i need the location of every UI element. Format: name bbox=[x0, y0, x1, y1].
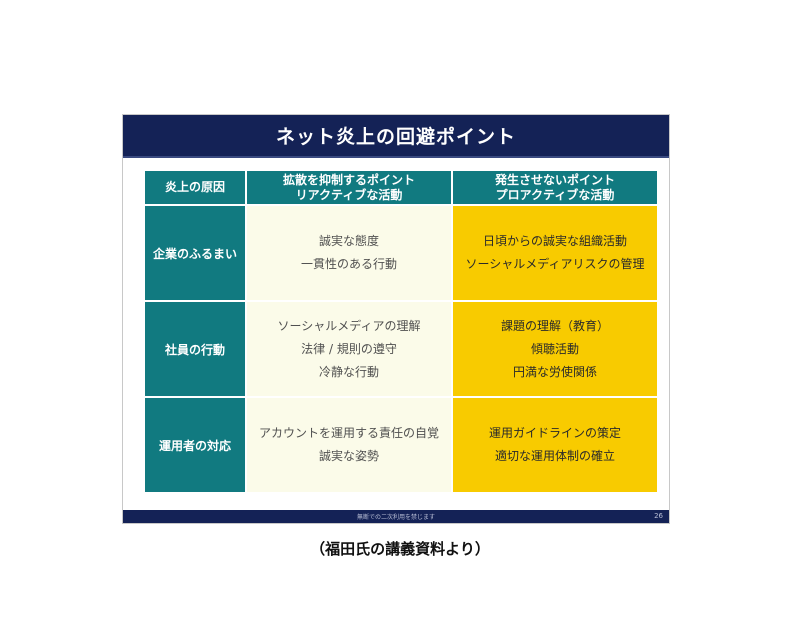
cell-reactive: 誠実な態度 一貫性のある行動 bbox=[247, 206, 451, 300]
cell-line: 円満な労使関係 bbox=[512, 364, 597, 379]
slide: ネット炎上の回避ポイント 炎上の原因 拡散を抑制するポイント リアクティブな活動… bbox=[122, 114, 670, 524]
row-head-label: 社員の行動 bbox=[164, 342, 225, 357]
cell-proactive: 日頃からの誠実な組織活動 ソーシャルメディアリスクの管理 bbox=[453, 206, 657, 300]
cell-line: 適切な運用体制の確立 bbox=[494, 449, 615, 463]
cell-reactive: ソーシャルメディアの理解 法律 / 規則の遵守 冷静な行動 bbox=[247, 302, 451, 396]
row-head-company-behavior: 企業のふるまい bbox=[145, 206, 245, 300]
cell-reactive: アカウントを運用する責任の自覚 誠実な姿勢 bbox=[247, 398, 451, 492]
cell-proactive: 運用ガイドラインの策定 適切な運用体制の確立 bbox=[453, 398, 657, 492]
cell-line: 傾聴活動 bbox=[530, 341, 579, 356]
cell-line: 日頃からの誠実な組織活動 bbox=[482, 234, 627, 248]
header-reactive-line: リアクティブな活動 bbox=[295, 187, 403, 202]
footer-text: 無断での二次利用を禁じます bbox=[356, 514, 435, 521]
row-head-operator-response: 運用者の対応 bbox=[145, 398, 245, 492]
cell-line: 課題の理解（教育） bbox=[500, 318, 609, 333]
cell-line: 一貫性のある行動 bbox=[300, 257, 397, 271]
slide-title: ネット炎上の回避ポイント bbox=[275, 126, 516, 148]
slide-footer: 無断での二次利用を禁じます 26 bbox=[123, 510, 669, 523]
row-head-label: 企業のふるまい bbox=[152, 246, 237, 261]
cell-line: ソーシャルメディアの理解 bbox=[277, 318, 421, 333]
header-proactive-line: 発生させないポイント bbox=[494, 172, 615, 187]
cell-line: アカウントを運用する責任の自覚 bbox=[258, 426, 439, 440]
slide-header: ネット炎上の回避ポイント bbox=[123, 115, 669, 158]
cell-line: 冷静な行動 bbox=[318, 364, 379, 379]
header-reactive: 拡散を抑制するポイント リアクティブな活動 bbox=[247, 171, 451, 204]
header-proactive: 発生させないポイント プロアクティブな活動 bbox=[453, 171, 657, 204]
header-cause: 炎上の原因 bbox=[145, 171, 245, 204]
row-head-label: 運用者の対応 bbox=[158, 438, 231, 453]
caption: （福田氏の講義資料より） bbox=[310, 540, 490, 558]
avoidance-table: 炎上の原因 拡散を抑制するポイント リアクティブな活動 発生させないポイント プ… bbox=[145, 171, 657, 492]
row-head-employee-behavior: 社員の行動 bbox=[145, 302, 245, 396]
cell-line: 誠実な態度 bbox=[318, 234, 379, 248]
page-number: 26 bbox=[654, 512, 663, 520]
header-cause-label: 炎上の原因 bbox=[164, 180, 225, 194]
cell-line: ソーシャルメディアリスクの管理 bbox=[465, 257, 645, 271]
header-reactive-line: 拡散を抑制するポイント bbox=[282, 172, 415, 187]
header-proactive-line: プロアクティブな活動 bbox=[495, 187, 615, 202]
cell-line: 法律 / 規則の遵守 bbox=[301, 341, 397, 356]
cell-line: 誠実な姿勢 bbox=[318, 449, 379, 463]
cell-line: 運用ガイドラインの策定 bbox=[488, 426, 621, 440]
cell-proactive: 課題の理解（教育） 傾聴活動 円満な労使関係 bbox=[453, 302, 657, 396]
